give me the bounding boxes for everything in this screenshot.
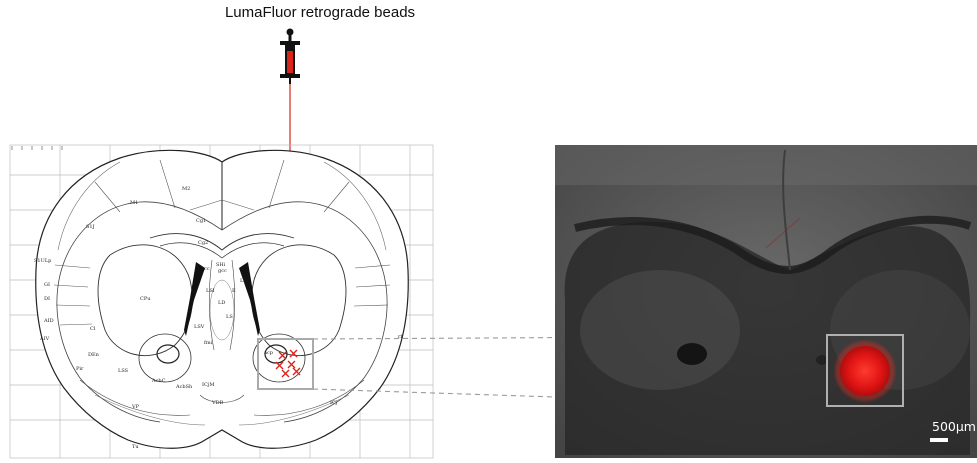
atlas-label-tu: Tu bbox=[132, 444, 139, 450]
atlas-label-acbc: AcbC bbox=[151, 378, 166, 384]
atlas-label-aid: AID bbox=[43, 318, 54, 324]
atlas-label-e: E bbox=[232, 288, 236, 294]
atlas-label-vp: VP bbox=[131, 404, 140, 410]
atlas-label-cl: Cl bbox=[90, 326, 96, 332]
atlas-label-cg1: Cg1 bbox=[196, 218, 206, 224]
atlas-label-acp: acp bbox=[264, 350, 273, 356]
atlas-label-ls: LS bbox=[226, 314, 233, 320]
atlas-label-ld: LD bbox=[218, 300, 225, 306]
atlas-label-pir: Pir bbox=[76, 366, 84, 372]
atlas-label-icj: ICj bbox=[330, 400, 338, 406]
atlas-label-di: DI bbox=[44, 296, 50, 302]
fluorescence-micrograph bbox=[555, 145, 977, 458]
atlas-label-s1j: S1J bbox=[86, 224, 95, 230]
atlas-label-aiv: AIV bbox=[39, 336, 50, 342]
atlas-label-acbsh: AcbSh bbox=[175, 384, 193, 390]
atlas-label-lv: LV bbox=[240, 278, 247, 284]
atlas-label-vdb: VDB bbox=[211, 400, 224, 406]
atlas-label-lsv: LSV bbox=[194, 324, 205, 330]
atlas-label-cpu: CPu bbox=[140, 296, 151, 302]
atlas-label-gi: GI bbox=[44, 282, 50, 288]
atlas-label-cc: cc bbox=[204, 266, 210, 272]
atlas-section: M2 M1 S1J Cg1 Cg2 S1ULp GI DI AID AIV CP… bbox=[10, 145, 433, 458]
atlas-label-gcc: gcc bbox=[218, 268, 227, 274]
atlas-label-s1ulp: S1ULp bbox=[34, 258, 51, 264]
atlas-label-lsi: LSI bbox=[206, 288, 215, 294]
atlas-label-cg2: Cg2 bbox=[198, 240, 208, 246]
atlas-label-m2: M2 bbox=[182, 186, 190, 192]
atlas-label-m1: M1 bbox=[130, 200, 138, 206]
atlas-label-fmi: fmi bbox=[204, 340, 213, 346]
atlas-label-lss: LSS bbox=[118, 368, 129, 374]
atlas-label-icjm: ICjM bbox=[202, 382, 214, 388]
syringe-icon bbox=[280, 29, 300, 85]
scale-bar-label: 500µm bbox=[920, 419, 976, 434]
scale-bar bbox=[930, 438, 948, 442]
atlas-label-den: DEn bbox=[88, 352, 100, 358]
